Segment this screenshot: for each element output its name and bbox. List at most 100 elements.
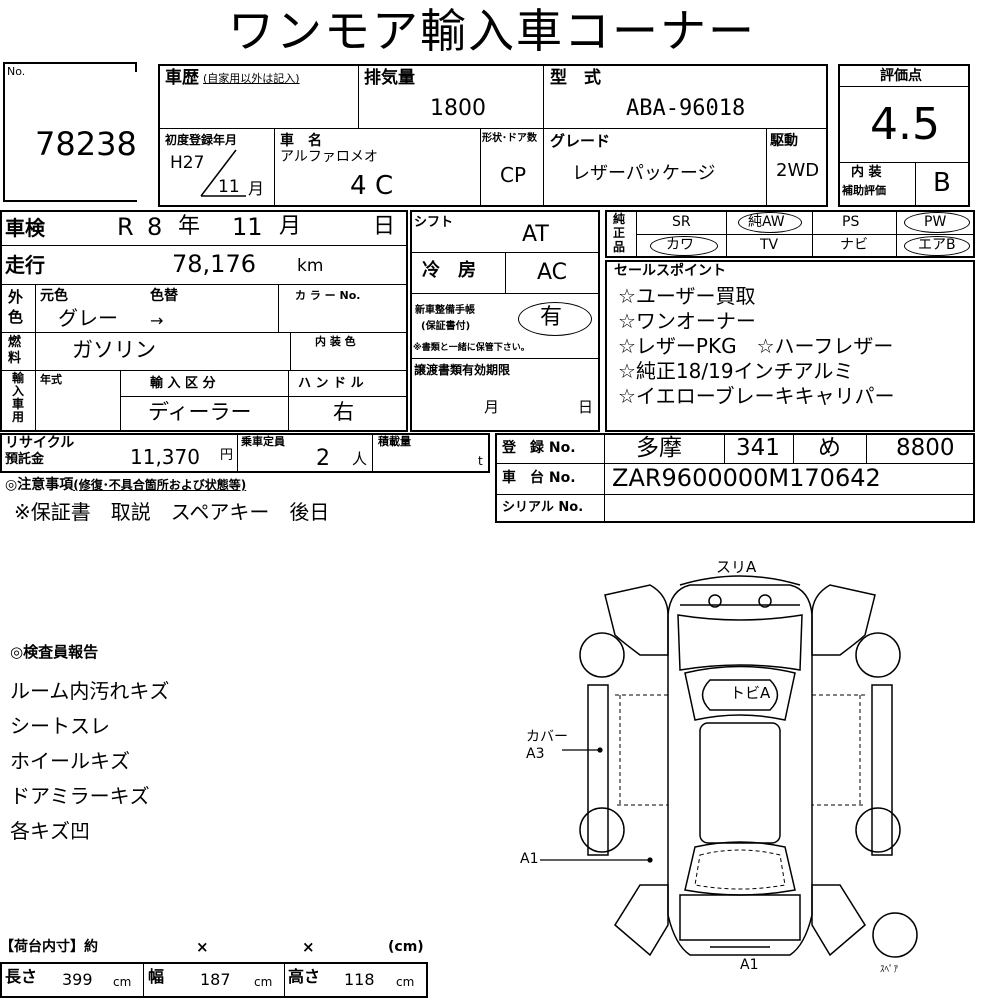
wheel-front-right	[855, 632, 901, 678]
option-leather: カワ	[666, 237, 694, 253]
interior-score-label-2: 補助評価	[842, 184, 886, 197]
registration-number: 8800	[896, 435, 955, 461]
interior-color-label: 内 装 色	[315, 335, 356, 348]
cargo-height-unit: cm	[396, 975, 415, 989]
sales-points-label: セールスポイント	[614, 263, 726, 279]
capacity-label: 乗車定員	[241, 435, 285, 448]
sales-point: ☆ワンオーナー	[618, 309, 756, 333]
headlight-left	[708, 594, 722, 608]
registration-grid	[495, 433, 975, 523]
lot-label: No.	[7, 65, 26, 78]
color-label-1: 外	[8, 288, 24, 306]
transfer-month-unit: 月	[484, 398, 500, 416]
import-kind-label: 輸 入 区 分	[150, 376, 216, 391]
inspection-month-unit: 月	[279, 214, 302, 239]
sales-point: ☆イエローブレーキキャリパー	[618, 384, 895, 408]
sales-point: ☆ユーザー買取	[618, 284, 756, 308]
recycle-value: 11,370	[130, 445, 200, 469]
score-value: 4.5	[870, 99, 940, 150]
recycle-label-1: リサイクル	[5, 435, 75, 451]
car-doors: 4	[350, 171, 367, 201]
inspection-era: R	[117, 213, 134, 241]
lot-box-left-border	[3, 62, 5, 202]
cargo-header: 【荷台内寸】約	[0, 939, 98, 955]
mileage-value: 78,176	[172, 250, 256, 278]
option-pw: PW	[924, 214, 947, 230]
serial-label: シリアル No.	[502, 500, 584, 515]
cargo-x1: ×	[196, 938, 209, 956]
color-change-label: 色替	[150, 288, 178, 304]
manual-label-1: 新車整備手帳	[415, 305, 475, 316]
option-airbag: エアB	[918, 237, 956, 253]
cargo-length-value: 399	[62, 970, 93, 989]
shape-value: CP	[500, 163, 527, 187]
cargo-length-label: 長さ	[5, 967, 38, 986]
sales-points-list: ☆ユーザー買取 ☆ワンオーナー ☆レザーPKG ☆ハーフレザー ☆純正18/19…	[618, 284, 895, 409]
cargo-width-unit: cm	[254, 975, 273, 989]
import-label: 輸 入 車 用	[11, 371, 24, 424]
equipment-grid	[410, 210, 600, 432]
recycle-unit: 円	[220, 448, 234, 463]
option-aw-circle	[738, 212, 802, 233]
mileage-label: 走行	[5, 253, 45, 277]
diagram-cover-label-1: カバー	[526, 729, 568, 745]
cargo-height-label: 高さ	[288, 967, 321, 986]
drive-value: 2WD	[776, 160, 820, 181]
diagram-top-label: スリA	[716, 558, 757, 576]
import-kind-value: ディーラー	[148, 400, 252, 424]
recycle-row	[0, 433, 490, 473]
load-label: 積載量	[378, 435, 411, 448]
displacement-value: 1800	[430, 96, 486, 121]
displacement-label: 排気量	[364, 68, 415, 88]
sales-point: ☆純正18/19インチアルミ	[618, 359, 854, 383]
inspector-item: シートスレ	[10, 714, 110, 738]
manual-note: ※書類と一緒に保管下さい。	[413, 343, 530, 353]
ac-label: 冷 房	[422, 260, 476, 281]
car-doors-suffix: C	[375, 171, 394, 201]
color-orig-label: 元色	[40, 288, 68, 304]
headlight-right	[758, 594, 772, 608]
wheel-rear-right	[855, 807, 901, 853]
notes-label: ◎注意事項(修復･不具合箇所および状態等)	[5, 477, 247, 493]
cargo-grid	[0, 962, 428, 998]
cargo-width-value: 187	[200, 970, 231, 989]
score-box	[838, 64, 970, 207]
first-reg-month-unit: 月	[248, 179, 265, 198]
fuel-value: ガソリン	[72, 338, 156, 362]
cargo-height-value: 118	[344, 970, 375, 989]
diagram-cover-label-2: A3	[526, 746, 545, 762]
option-pw-circle	[904, 212, 970, 233]
inspection-day-unit: 日	[373, 214, 396, 239]
inspector-item: ドアミラーキズ	[10, 784, 150, 808]
manual-value: 有	[540, 305, 563, 330]
diagram-bottom-label: A1	[740, 957, 759, 973]
notes-value: ※保証書 取説 スペアキー 後日	[14, 500, 330, 524]
ac-value: AC	[537, 260, 568, 285]
transfer-label: 譲渡書類有効期限	[414, 363, 511, 377]
score-label: 評価点	[880, 68, 922, 84]
option-sr: SR	[672, 214, 691, 230]
wheel-rear-left	[579, 807, 625, 853]
history-label: 車歴	[165, 68, 199, 88]
manual-label-2: (保証書付)	[421, 321, 471, 332]
inspector-item: ホイールキズ	[10, 749, 130, 773]
mileage-unit: km	[297, 256, 324, 276]
option-navi: ナビ	[840, 237, 868, 253]
inspector-list: ルーム内汚れキズ シートスレ ホイールキズ ドアミラーキズ 各キズ凹	[10, 674, 169, 849]
spec-grid	[0, 210, 408, 432]
inspection-month: 11	[232, 213, 263, 241]
cargo-unit: (cm)	[388, 939, 424, 955]
registration-kana: め	[818, 435, 841, 461]
page-title: ワンモア輸入車コーナー	[228, 4, 756, 58]
genuine-label: 純正品	[612, 212, 625, 254]
inspection-label: 車検	[5, 216, 45, 240]
capacity-value: 2	[316, 446, 330, 471]
car-body-outline	[667, 584, 813, 956]
option-tv: TV	[760, 237, 779, 253]
option-ps: PS	[842, 214, 860, 230]
shape-label: 形状･ドア数	[482, 133, 537, 144]
vehicle-info-grid	[158, 64, 828, 207]
car-name-label: 車 名	[280, 133, 322, 149]
spare-wheel	[872, 912, 918, 958]
diagram-side-label: A1	[520, 851, 539, 867]
